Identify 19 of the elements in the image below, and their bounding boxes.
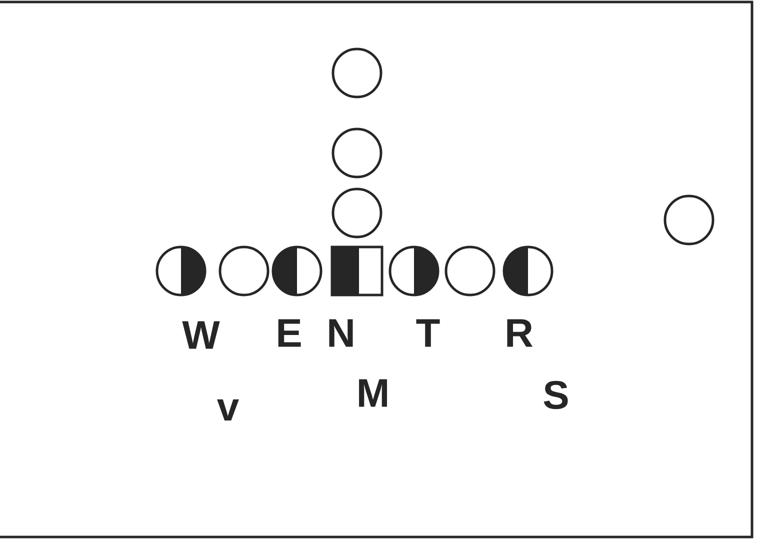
player-circle xyxy=(272,246,322,296)
player-circle xyxy=(156,246,206,296)
player-circle xyxy=(664,194,714,246)
player-circle xyxy=(388,246,440,296)
player-circle xyxy=(218,246,270,296)
center-square xyxy=(330,246,384,296)
position-letter: S xyxy=(544,380,568,410)
position-letter: W xyxy=(182,321,220,349)
position-letter: R xyxy=(507,319,533,347)
position-letter: E xyxy=(278,319,301,347)
player-circle xyxy=(332,48,382,98)
position-letter: M xyxy=(359,379,387,407)
player-circle xyxy=(332,128,382,178)
player-circle xyxy=(332,188,382,238)
player-circle xyxy=(502,246,554,296)
player-circle xyxy=(444,246,496,296)
position-letter: T xyxy=(416,319,440,347)
position-letter: v xyxy=(217,399,239,421)
position-letter: N xyxy=(329,319,353,347)
